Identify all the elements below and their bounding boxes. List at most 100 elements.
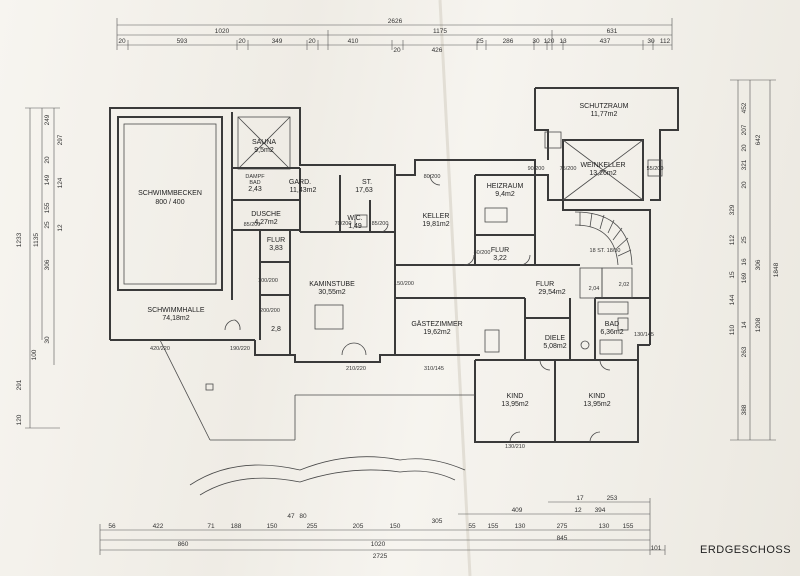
- dim-right: 263: [741, 346, 748, 357]
- dim-right: 321: [741, 159, 748, 170]
- dim-left: 12: [57, 224, 64, 232]
- dim-left: 25: [44, 221, 51, 229]
- dim-right-col1: 452 207 20 321 20 329 144 112 25 110 14 …: [729, 102, 748, 415]
- room-dampfbad-area: 2,43: [248, 186, 262, 193]
- opening-label: 210/220: [346, 366, 366, 372]
- room-keller-area: 19,81m2: [422, 221, 449, 228]
- room-cell2-area: 2,02: [619, 282, 630, 288]
- room-schwimmhalle-area: 74,18m2: [162, 315, 189, 322]
- dim-right: 642: [755, 134, 762, 145]
- dim-bottom-total: 2725: [373, 553, 388, 560]
- dim-right: 1208: [755, 317, 762, 332]
- dim-top-row3: 30: [532, 38, 540, 45]
- dim-top-total: 2626: [388, 18, 403, 25]
- dim-top-row3: 349: [272, 38, 283, 45]
- dim-top-row3: 13: [559, 38, 567, 45]
- dim-bottom-row3: 130: [599, 523, 610, 530]
- dim-right-total: 1848: [773, 262, 780, 277]
- room-stair-label: 18 ST. 18/30: [590, 248, 621, 254]
- room-heizraum-name: HEIZRAUM: [487, 183, 524, 190]
- room-schwimmbecken-name: SCHWIMMBECKEN: [138, 190, 202, 197]
- right-dimension-lines: [730, 79, 776, 441]
- dim-bottom-row1: 253: [607, 495, 618, 502]
- opening-label: 75/200: [560, 166, 577, 172]
- room-sauna-area: 9,5m2: [254, 147, 274, 154]
- dim-bottom-row3: 80: [299, 513, 307, 520]
- opening-label: 100/200: [258, 278, 278, 284]
- dim-bottom-row4: 845: [557, 535, 568, 542]
- dim-bottom-row3: 47: [287, 513, 295, 520]
- dim-bottom-row3: 155: [488, 523, 499, 530]
- dim-left: 155: [44, 202, 51, 213]
- room-gard-name: GARD.: [289, 179, 311, 186]
- dim-top-row3: 426: [432, 47, 443, 54]
- room-small1-area: 2,8: [271, 326, 281, 333]
- room-labels: SCHUTZRAUM 11,77m2 SAUNA 9,5m2 SCHWIMMBE…: [138, 103, 629, 408]
- opening-labels: 70/200 85/200 80/200 100/200 150/200 190…: [150, 166, 663, 450]
- opening-label: 85/200: [372, 221, 389, 227]
- room-flur1-area: 3,83: [269, 245, 283, 252]
- room-diele-name: DIELE: [545, 335, 566, 342]
- dim-top-row3-labels: 20 593 20 349 20 410 20 426 25 286 30 12…: [118, 38, 670, 54]
- dim-right: 207: [741, 124, 748, 135]
- dim-right: 110: [729, 324, 736, 335]
- room-diele-area: 5,08m2: [543, 343, 566, 350]
- dim-right-small: 15 169 16: [729, 258, 748, 283]
- dim-right: 20: [741, 181, 748, 189]
- dim-bottom-row3: 150: [390, 523, 401, 530]
- dim-left: 149: [44, 174, 51, 185]
- dim-right: 25: [741, 236, 748, 244]
- room-kind2-name: KIND: [589, 393, 606, 400]
- dim-bottom-row3: 275: [557, 523, 568, 530]
- dim-bottom-row2: 394: [595, 507, 606, 514]
- dim-left: 249: [44, 114, 51, 125]
- dim-bottom-row3: 150: [267, 523, 278, 530]
- room-heizraum-area: 9,4m2: [495, 191, 515, 198]
- opening-label: 130/210: [505, 444, 525, 450]
- room-flur2-area: 3,22: [493, 255, 507, 262]
- room-gaestezimmer-name: GÄSTEZIMMER: [411, 320, 462, 328]
- dim-left: 297: [57, 134, 64, 145]
- dim-right-col2: 642 306 1208: [755, 134, 762, 332]
- dim-bottom-end: 101: [651, 545, 662, 552]
- dim-left-sub: 1135: [33, 233, 40, 247]
- opening-label: 130/145: [634, 332, 654, 338]
- opening-label: 55/200: [647, 166, 664, 172]
- opening-label: 310/145: [424, 366, 444, 372]
- room-schutzraum-name: SCHUTZRAUM: [580, 103, 629, 110]
- room-bad-name: BAD: [605, 321, 619, 328]
- dim-top-row3: 120: [544, 38, 555, 45]
- dim-bottom-row3: 56: [108, 523, 116, 530]
- dim-top-row3: 112: [660, 38, 671, 45]
- dim-bottom-row3: 55: [468, 523, 476, 530]
- room-keller-name: KELLER: [423, 213, 450, 220]
- dim-right: 388: [741, 404, 748, 415]
- room-wc-name: W.C.: [347, 215, 362, 222]
- paper-fold: [438, 0, 472, 576]
- dim-top-row3: 30: [647, 38, 655, 45]
- dim-top-row3: 593: [177, 38, 188, 45]
- room-gard-area: 11,43m2: [290, 187, 317, 194]
- dim-bottom-row3: 305: [432, 518, 443, 525]
- opening-label: 80/200: [474, 250, 491, 256]
- room-dampfbad-name2: BAD: [249, 180, 260, 186]
- room-dusche-area: 4,27m2: [254, 219, 277, 226]
- dim-bottom-row3: 155: [623, 523, 634, 530]
- dim-bottom-row4: 860: [178, 541, 189, 548]
- dim-left-labels: 249 297 20 149 124 155 25 12 306 100 30 …: [16, 114, 64, 425]
- dim-top-row2: 1020: [215, 28, 230, 35]
- room-bad-area: 6,36m2: [600, 329, 623, 336]
- dim-bottom-row3: 130: [515, 523, 526, 530]
- dim-top-row2: 1175: [433, 28, 447, 35]
- dim-bottom-row3: 205: [353, 523, 364, 530]
- left-dimension-lines: [25, 107, 60, 429]
- dim-right: 452: [741, 102, 748, 113]
- dim-bottom-row3: 422: [153, 523, 164, 530]
- dim-top-row3: 437: [600, 38, 611, 45]
- dim-top-row3: 20: [308, 38, 316, 45]
- room-dampfbad-name: DAMPF: [245, 174, 265, 180]
- room-kind2-area: 13,95m2: [583, 401, 610, 408]
- room-kind1-name: KIND: [507, 393, 524, 400]
- dim-top-row3: 25: [476, 38, 484, 45]
